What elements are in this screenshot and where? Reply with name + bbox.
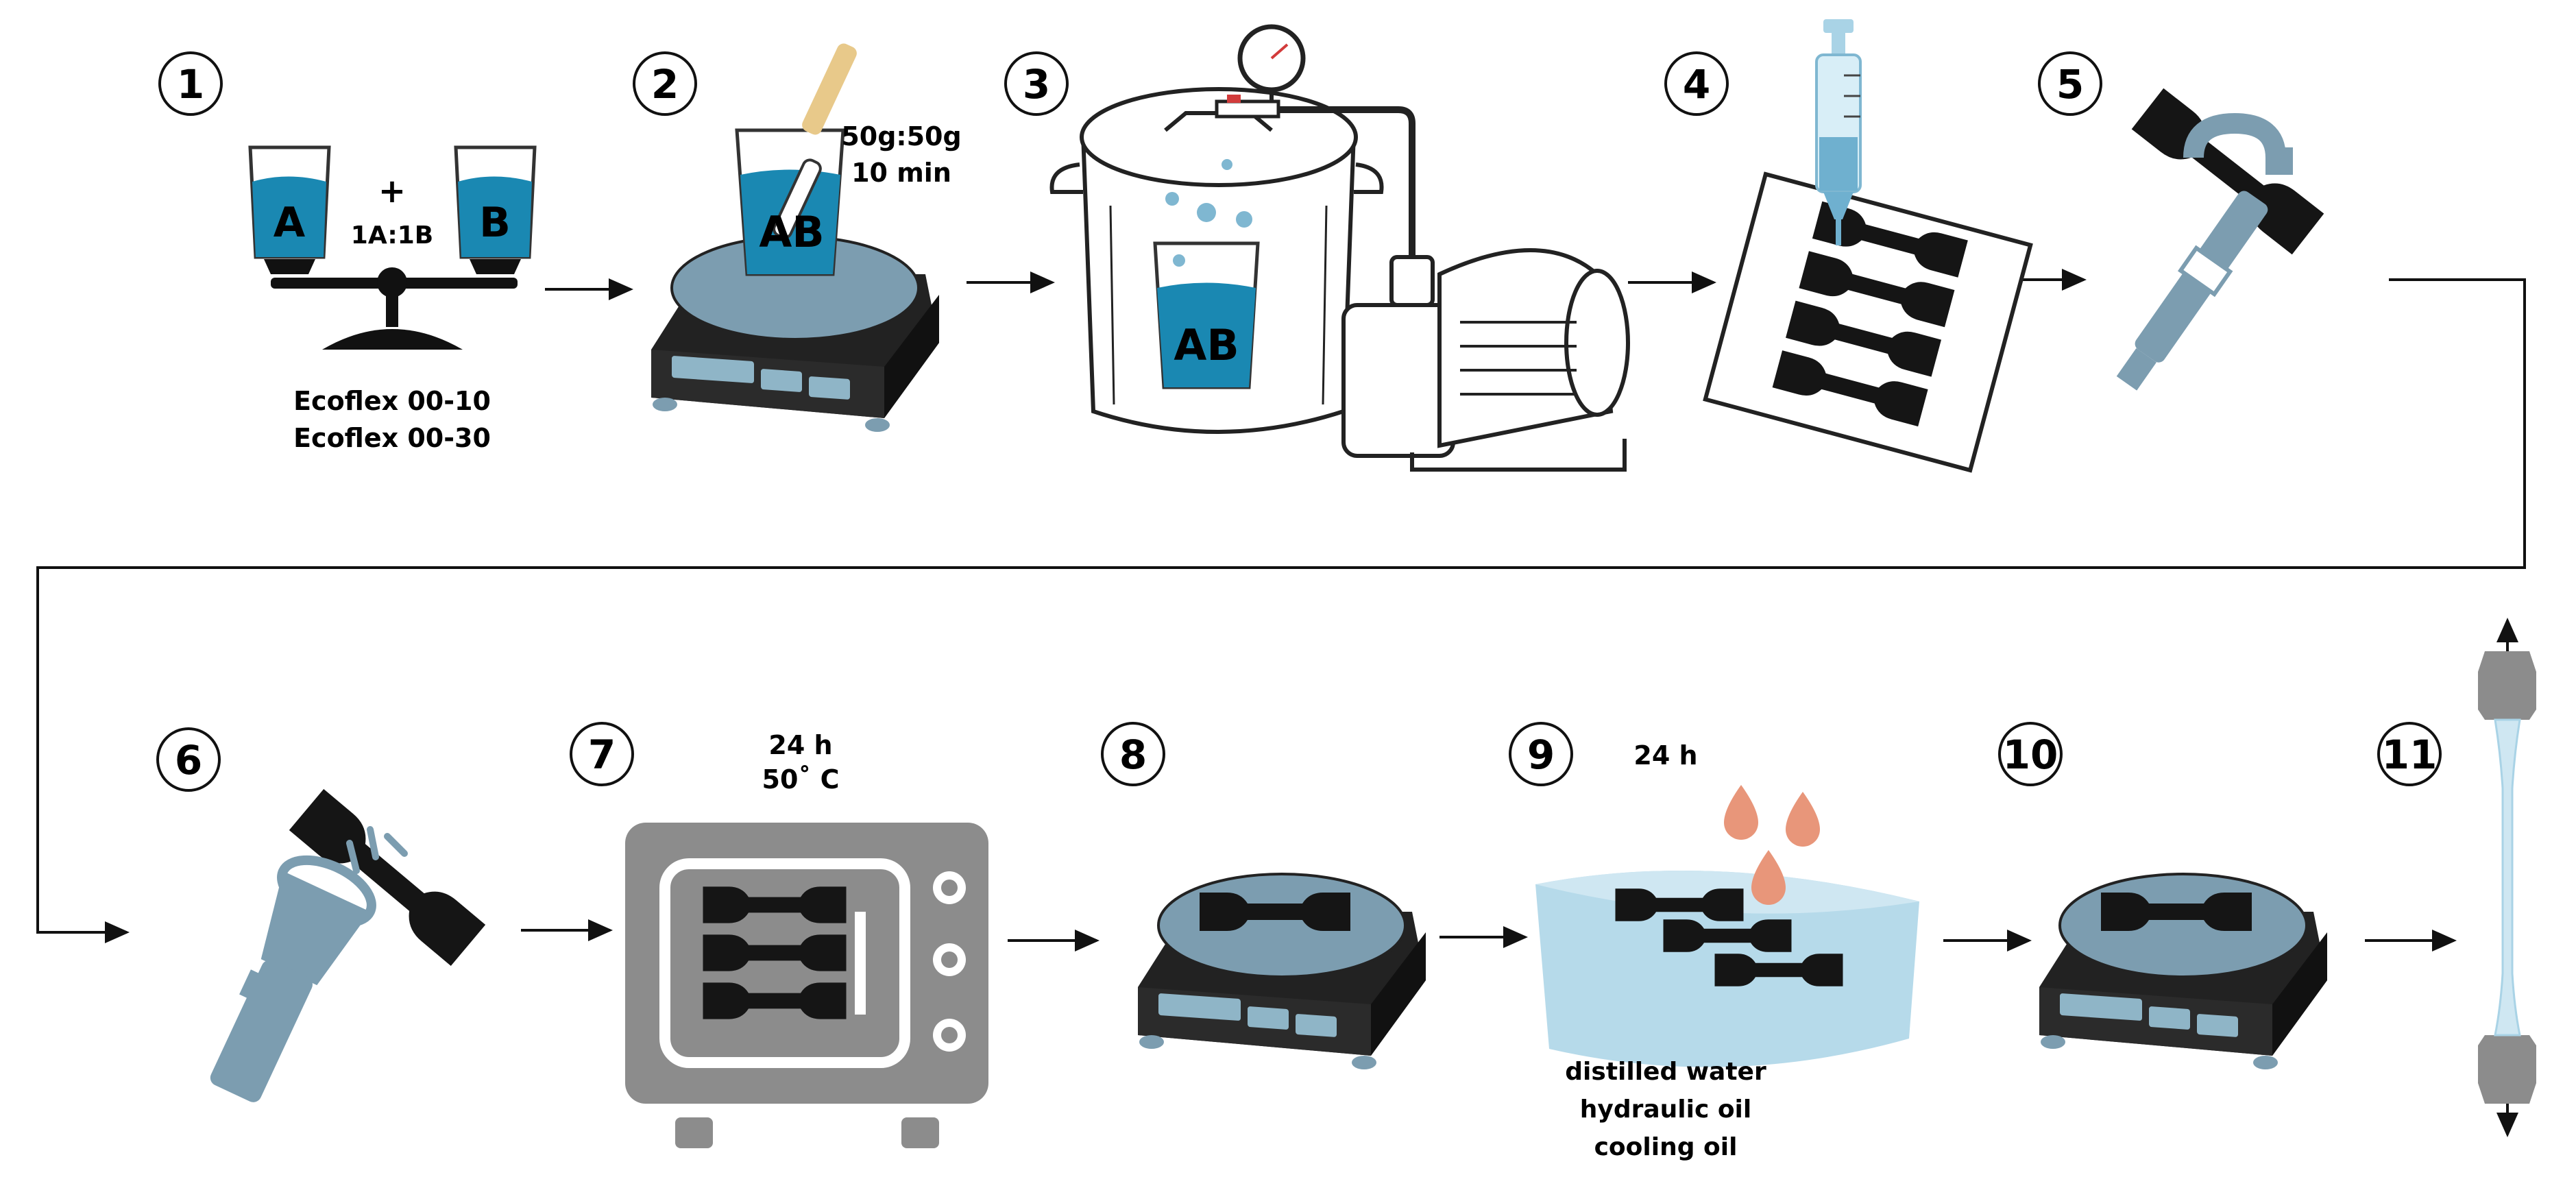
- mix-ratio: 1A:1B: [351, 221, 433, 250]
- material-line-1: Ecoflex 00-10: [293, 386, 491, 416]
- svg-text:11: 11: [2382, 731, 2438, 778]
- svg-text:6: 6: [175, 737, 202, 784]
- step-9-number: 9: [1509, 722, 1573, 786]
- cup-a-label: A: [274, 199, 306, 247]
- liquid-immersion-icon: [1535, 785, 1919, 1067]
- step-11-number: 11: [2377, 722, 2442, 786]
- caliper-icon: [2116, 88, 2324, 391]
- oven-temperature: 50˚ C: [762, 764, 840, 795]
- flashlight-inspection-icon: [210, 788, 486, 1102]
- mix-time: 10 min: [851, 158, 951, 188]
- step-6-number: 6: [156, 727, 221, 792]
- step-numbers: 1 2 3 4 5 6 7 8 9 10 11: [156, 51, 2442, 792]
- step-2-number: 2: [633, 51, 697, 116]
- step-7-number: 7: [570, 722, 634, 786]
- svg-text:7: 7: [588, 731, 616, 778]
- balance-scale-icon: A B + 1A:1B: [248, 145, 537, 350]
- liquid-2: hydraulic oil: [1580, 1095, 1752, 1124]
- svg-text:10: 10: [2003, 731, 2058, 778]
- tensile-test-icon: [2478, 618, 2536, 1137]
- syringe-mold-icon: [1703, 19, 2033, 473]
- oven-time: 24 h: [768, 730, 832, 760]
- degas-cup-label: AB: [1174, 320, 1239, 370]
- flow-arrows: [36, 269, 2526, 951]
- step-3-number: 3: [1004, 51, 1069, 116]
- liquid-3: cooling oil: [1594, 1133, 1738, 1161]
- step-10-number: 10: [1998, 722, 2063, 786]
- vacuum-degassing-icon: AB: [1049, 24, 1630, 472]
- svg-text:8: 8: [1119, 731, 1147, 778]
- oven-icon: [625, 823, 988, 1148]
- material-line-2: Ecoflex 00-30: [293, 423, 491, 453]
- step-5-number: 5: [2038, 51, 2102, 116]
- mix-cup-label: AB: [759, 207, 824, 257]
- plus-sign: +: [378, 172, 406, 210]
- step-1-number: 1: [158, 51, 223, 116]
- svg-text:4: 4: [1683, 61, 1710, 108]
- cup-b-label: B: [479, 199, 511, 247]
- svg-text:2: 2: [651, 61, 679, 108]
- svg-text:1: 1: [177, 61, 204, 108]
- svg-text:9: 9: [1527, 731, 1555, 778]
- arrow-5-6-wrap: [36, 278, 2526, 943]
- immersion-time: 24 h: [1633, 740, 1697, 771]
- mix-mass: 50g:50g: [841, 121, 961, 151]
- digital-scale-icon: [1137, 873, 1427, 1071]
- svg-text:5: 5: [2056, 61, 2084, 108]
- svg-text:3: 3: [1023, 61, 1050, 108]
- liquid-1: distilled water: [1565, 1058, 1766, 1086]
- step-8-number: 8: [1101, 722, 1165, 786]
- digital-scale-mixing-icon: AB: [650, 43, 940, 433]
- digital-scale-icon: [2038, 873, 2329, 1071]
- step-4-number: 4: [1664, 51, 1729, 116]
